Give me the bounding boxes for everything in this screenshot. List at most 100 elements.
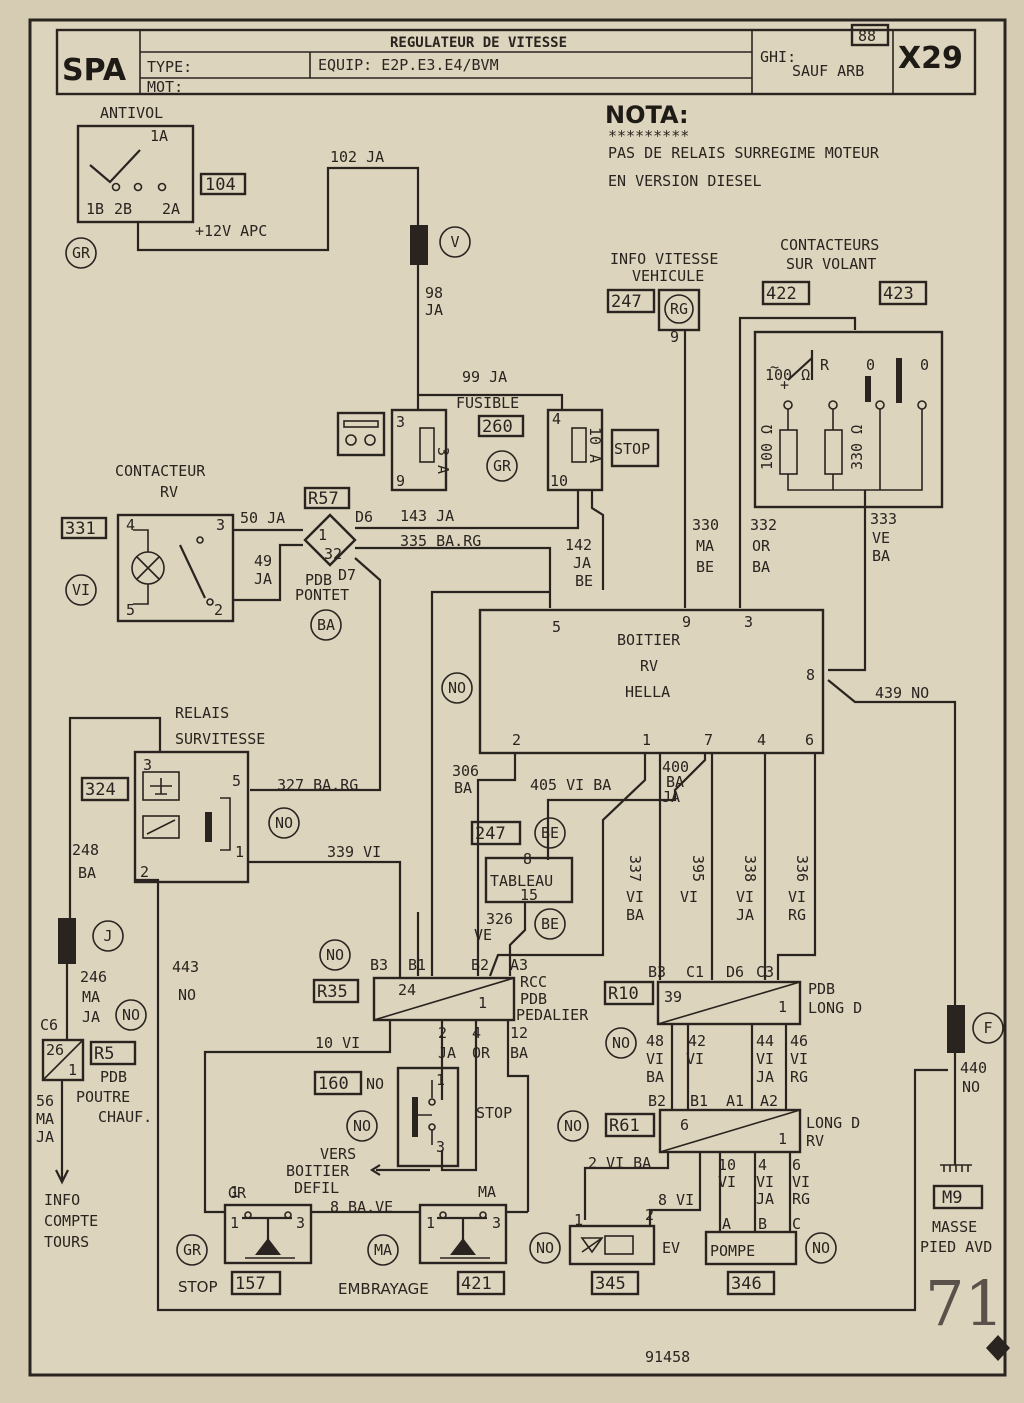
brake-switch-160: 1 3 [396, 1066, 460, 1168]
svg-text:9: 9 [670, 328, 679, 346]
svg-text:INFO: INFO [44, 1191, 80, 1209]
svg-text:GR: GR [493, 457, 512, 475]
svg-text:MA: MA [696, 537, 714, 555]
svg-text:PONTET: PONTET [295, 586, 349, 604]
svg-text:330: 330 [692, 516, 719, 534]
svg-text:2: 2 [214, 601, 223, 619]
svg-text:3: 3 [396, 413, 405, 431]
svg-text:B2: B2 [471, 956, 489, 974]
svg-text:335 BA.RG: 335 BA.RG [400, 532, 481, 550]
svg-text:338: 338 [741, 855, 759, 882]
svg-text:1: 1 [230, 1183, 239, 1201]
svg-text:CONTACTEUR: CONTACTEUR [115, 462, 206, 480]
svg-text:0: 0 [920, 356, 929, 374]
svg-text:BOITIER: BOITIER [286, 1162, 350, 1180]
svg-text:VI: VI [626, 888, 644, 906]
svg-text:ANTIVOL: ANTIVOL [100, 104, 163, 122]
svg-text:R61: R61 [609, 1116, 640, 1136]
svg-text:D7: D7 [338, 566, 356, 584]
svg-text:1: 1 [436, 1071, 445, 1089]
svg-text:JA: JA [254, 570, 272, 588]
svg-text:PIED AVD: PIED AVD [920, 1238, 992, 1256]
page-number: 71 [925, 1267, 1004, 1340]
connector-v [410, 225, 428, 265]
svg-text:FUSIBLE: FUSIBLE [456, 394, 519, 412]
svg-text:1: 1 [778, 1130, 787, 1148]
svg-text:LONG D: LONG D [808, 999, 862, 1017]
svg-text:346: 346 [731, 1274, 762, 1294]
svg-text:NO: NO [564, 1117, 582, 1135]
svg-text:46: 46 [790, 1032, 808, 1050]
svg-text:B3: B3 [648, 963, 666, 981]
svg-text:B: B [758, 1215, 767, 1233]
svg-text:JA: JA [438, 1044, 456, 1062]
svg-text:BA: BA [78, 864, 96, 882]
solenoid-valve-ev: 1 2 [568, 1206, 656, 1266]
svg-text:CHAUF.: CHAUF. [98, 1108, 152, 1126]
svg-text:143 JA: 143 JA [400, 507, 454, 525]
svg-text:324: 324 [85, 780, 116, 800]
svg-text:421: 421 [461, 1274, 492, 1294]
svg-text:9: 9 [682, 613, 691, 631]
svg-text:3: 3 [744, 613, 753, 631]
svg-text:GR: GR [183, 1241, 202, 1259]
svg-text:439 NO: 439 NO [875, 684, 929, 702]
ghi-label: GHI: [760, 48, 796, 66]
svg-text:VI: VI [736, 888, 754, 906]
svg-text:160: 160 [318, 1074, 349, 1094]
svg-text:F: F [983, 1019, 992, 1037]
svg-text:100 Ω: 100 Ω [758, 425, 776, 470]
svg-text:3: 3 [436, 1138, 445, 1156]
svg-text:24: 24 [398, 981, 416, 999]
svg-text:NO: NO [366, 1075, 384, 1093]
svg-text:1A: 1A [150, 127, 168, 145]
svg-text:JA: JA [736, 906, 754, 924]
svg-text:330 Ω: 330 Ω [848, 425, 866, 470]
svg-text:157: 157 [235, 1274, 266, 1294]
mot-label: MOT: [147, 78, 183, 96]
svg-text:3: 3 [296, 1214, 305, 1232]
overspeed-relay: 3 5 2 1 [133, 750, 250, 884]
svg-text:INFO VITESSE: INFO VITESSE [610, 250, 718, 268]
svg-text:4: 4 [552, 410, 561, 428]
svg-text:MA: MA [374, 1241, 392, 1259]
nota-stars: ********* [608, 127, 689, 145]
svg-text:A2: A2 [760, 1092, 778, 1110]
svg-text:JA: JA [756, 1190, 774, 1208]
svg-text:VI: VI [756, 1173, 774, 1191]
svg-text:RG: RG [788, 906, 806, 924]
brand-logo [986, 1335, 1010, 1361]
svg-text:DEFIL: DEFIL [294, 1179, 339, 1197]
svg-text:MA: MA [82, 988, 100, 1006]
svg-text:RG: RG [792, 1190, 810, 1208]
svg-text:BE: BE [575, 572, 593, 590]
svg-text:2: 2 [438, 1024, 447, 1042]
svg-text:248: 248 [72, 841, 99, 859]
diagram-title: REGULATEUR DE VITESSE [390, 35, 567, 51]
svg-text:10 VI: 10 VI [315, 1034, 360, 1052]
svg-text:4: 4 [126, 516, 135, 534]
svg-text:OR: OR [472, 1044, 491, 1062]
svg-text:TABLEAU: TABLEAU [490, 872, 553, 890]
nota-line1: PAS DE RELAIS SURREGIME MOTEUR [608, 144, 880, 162]
svg-text:395: 395 [689, 855, 707, 882]
svg-text:GR: GR [72, 244, 91, 262]
svg-text:1: 1 [235, 843, 244, 861]
svg-text:VI: VI [756, 1050, 774, 1068]
svg-text:BA: BA [510, 1044, 528, 1062]
svg-text:R5: R5 [94, 1044, 114, 1064]
svg-text:3: 3 [143, 756, 152, 774]
svg-text:98: 98 [425, 284, 443, 302]
svg-text:3: 3 [216, 516, 225, 534]
svg-text:VI: VI [790, 1050, 808, 1068]
svg-text:1: 1 [478, 994, 487, 1012]
svg-text:42: 42 [688, 1032, 706, 1050]
svg-text:BA: BA [752, 558, 770, 576]
svg-text:39: 39 [664, 988, 682, 1006]
svg-text:SURVITESSE: SURVITESSE [175, 730, 265, 748]
svg-text:NO: NO [962, 1078, 980, 1096]
svg-text:A3: A3 [510, 956, 528, 974]
svg-text:COMPTE: COMPTE [44, 1212, 98, 1230]
svg-text:2: 2 [512, 731, 521, 749]
svg-text:339 VI: 339 VI [327, 843, 381, 861]
